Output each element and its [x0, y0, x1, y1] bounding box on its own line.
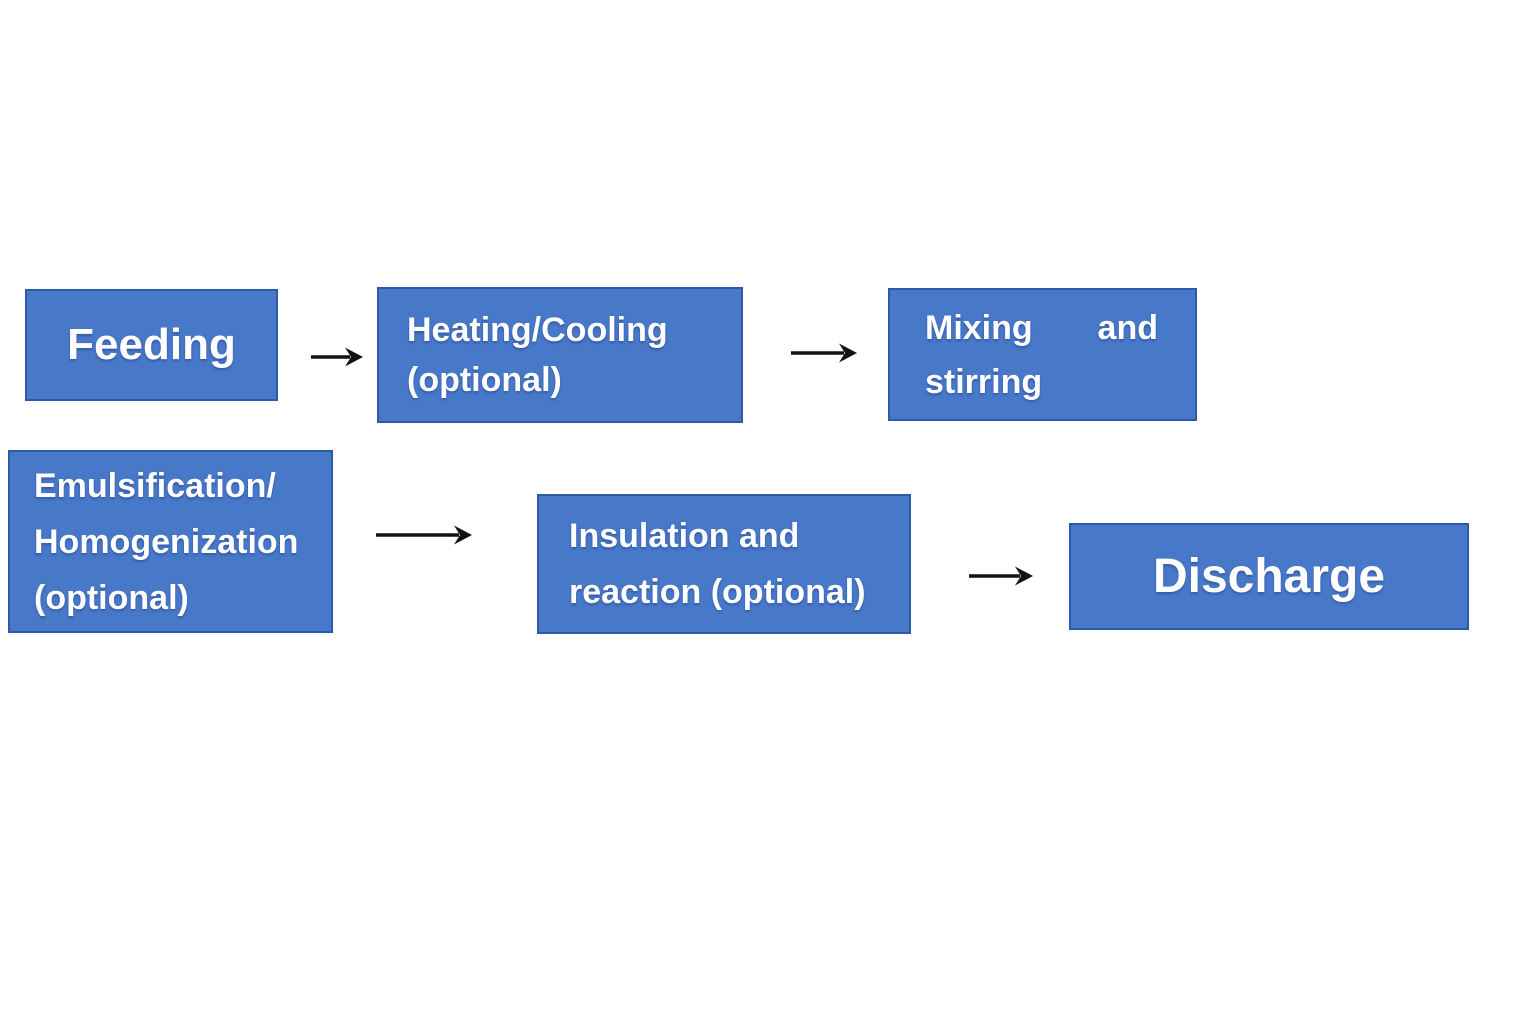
node-heating-cooling: Heating/Cooling (optional)	[377, 287, 743, 423]
node-mixing-stirring-word-mixing: Mixing	[925, 308, 1033, 347]
node-emulsification-homogenization: Emulsification/ Homogenization (optional…	[8, 450, 333, 633]
node-insulation-line-2: reaction (optional)	[569, 573, 866, 611]
node-insulation-line-1: Insulation and	[569, 517, 800, 555]
arrow-insulation-to-discharge-icon	[968, 564, 1034, 588]
node-heating-cooling-line-2: (optional)	[407, 361, 562, 399]
arrow-heating-to-mixing-icon	[790, 341, 858, 365]
node-mixing-stirring-word-and: and	[1097, 308, 1158, 347]
node-discharge-label: Discharge	[1152, 550, 1386, 603]
node-mixing-stirring: Mixing and stirring	[888, 288, 1197, 421]
node-emulsification-line-2: Homogenization	[34, 522, 299, 561]
arrow-emulsification-to-insulation-icon	[375, 523, 473, 547]
node-emulsification-line-3: (optional)	[34, 578, 189, 617]
node-feeding-label: Feeding	[67, 320, 236, 369]
node-insulation-reaction: Insulation and reaction (optional)	[537, 494, 911, 634]
node-heating-cooling-line-1: Heating/Cooling	[407, 311, 668, 349]
node-discharge: Discharge	[1069, 523, 1469, 630]
node-mixing-stirring-line-2: stirring	[925, 362, 1043, 401]
node-emulsification-line-1: Emulsification/	[34, 466, 276, 505]
node-feeding: Feeding	[25, 289, 278, 401]
node-mixing-stirring-line-1: Mixing and	[925, 301, 1158, 355]
arrow-feeding-to-heating-icon	[310, 345, 364, 369]
